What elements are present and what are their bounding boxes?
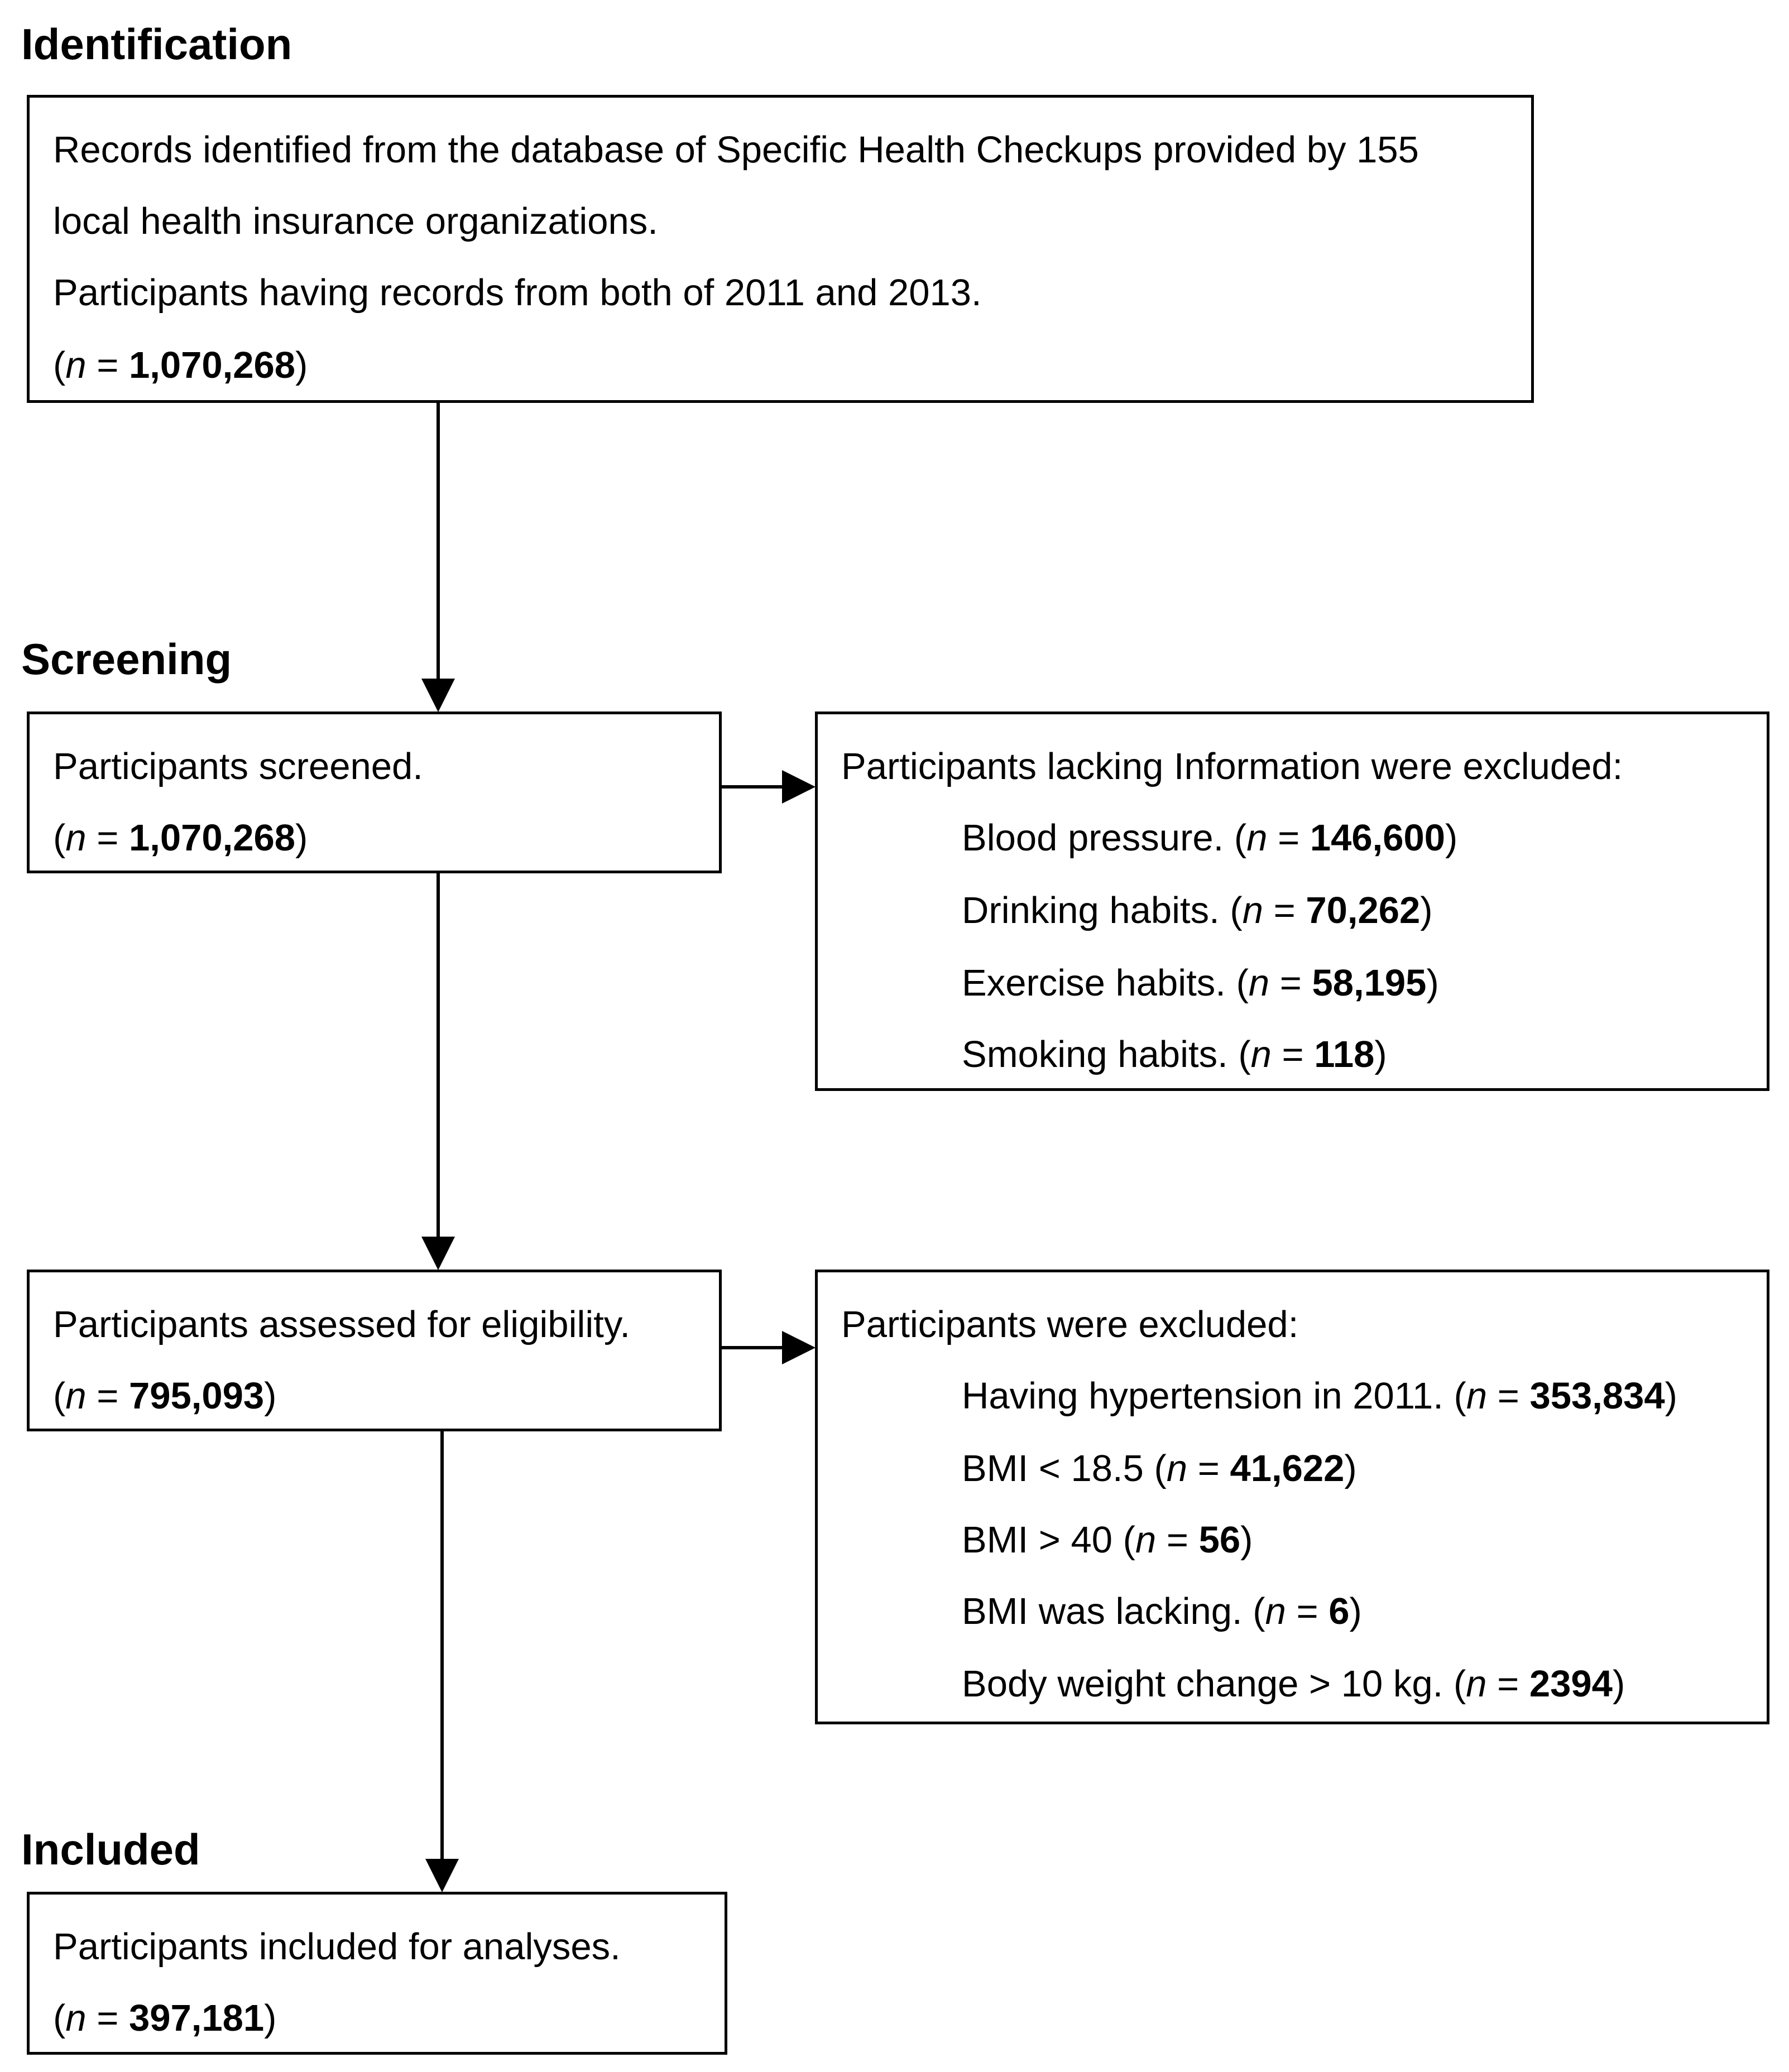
records-line-3: Participants having records from both of… bbox=[53, 272, 982, 314]
excluded-lacking-info-box: Participants lacking Information were ex… bbox=[815, 712, 1769, 1091]
records-line-2: local health insurance organizations. bbox=[53, 200, 658, 242]
excluded-eligibility-title: Participants were excluded: bbox=[841, 1304, 1299, 1345]
screened-count: (n = 1,070,268) bbox=[53, 817, 308, 859]
assessed-label: Participants assessed for eligibility. bbox=[53, 1304, 630, 1345]
included-analyses-box: Participants included for analyses. (n =… bbox=[27, 1892, 727, 2055]
section-screening: Screening bbox=[21, 634, 232, 684]
records-count: (n = 1,070,268) bbox=[53, 344, 308, 386]
excluded-item-hypertension: Having hypertension in 2011. (n = 353,83… bbox=[962, 1375, 1677, 1417]
excluded-item-weight-change: Body weight change > 10 kg. (n = 2394) bbox=[962, 1663, 1625, 1705]
excluded-item-exercise: Exercise habits. (n = 58,195) bbox=[962, 962, 1439, 1004]
assessed-count: (n = 795,093) bbox=[53, 1375, 277, 1417]
excluded-item-bmi-low: BMI < 18.5 (n = 41,622) bbox=[962, 1448, 1357, 1489]
excluded-item-bmi-high: BMI > 40 (n = 56) bbox=[962, 1519, 1253, 1561]
section-included: Included bbox=[21, 1825, 200, 1874]
records-line-1: Records identified from the database of … bbox=[53, 129, 1419, 171]
excluded-item-bmi-lacking: BMI was lacking. (n = 6) bbox=[962, 1590, 1362, 1632]
records-identified-box: Records identified from the database of … bbox=[27, 95, 1534, 403]
participants-screened-box: Participants screened. (n = 1,070,268) bbox=[27, 712, 722, 873]
assessed-eligibility-box: Participants assessed for eligibility. (… bbox=[27, 1270, 722, 1431]
excluded-item-drinking: Drinking habits. (n = 70,262) bbox=[962, 890, 1433, 931]
section-identification: Identification bbox=[21, 20, 292, 69]
screened-label: Participants screened. bbox=[53, 746, 423, 787]
included-label: Participants included for analyses. bbox=[53, 1926, 621, 1968]
excluded-item-smoking: Smoking habits. (n = 118) bbox=[962, 1033, 1387, 1075]
excluded-eligibility-box: Participants were excluded: Having hyper… bbox=[815, 1270, 1769, 1724]
excluded-item-blood-pressure: Blood pressure. (n = 146,600) bbox=[962, 817, 1458, 859]
excluded-lacking-info-title: Participants lacking Information were ex… bbox=[841, 746, 1623, 787]
included-count: (n = 397,181) bbox=[53, 1997, 277, 2039]
